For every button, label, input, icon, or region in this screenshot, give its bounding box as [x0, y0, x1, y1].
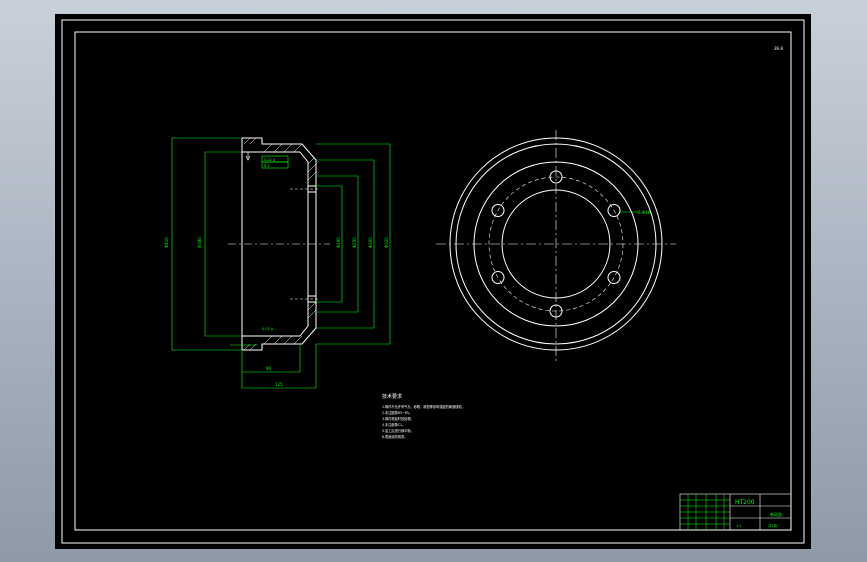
front-centerlines	[436, 130, 676, 364]
tech-requirements: 技术要求 1.铸件不允许有气孔、砂眼、疏松等影响强度的铸造缺陷。 2.未注圆角R…	[382, 393, 465, 439]
hub-flange-circle	[473, 161, 639, 327]
datum-arrow	[245, 152, 251, 161]
bolt-pitch-circle	[488, 176, 624, 312]
title-sheet: 共1张	[768, 523, 778, 528]
front-view: 6-Φ18	[436, 130, 676, 364]
tech-line-2: 2.未注圆角R3~R5。	[382, 410, 412, 415]
title-scale: 1:1	[736, 524, 742, 528]
bolt-hole	[491, 204, 505, 217]
dim-overall-diameter: Φ410	[164, 237, 169, 248]
dim-length: 125	[275, 382, 283, 387]
inner-frame	[74, 31, 792, 531]
fit-note-top: 0.02 A	[264, 158, 276, 162]
drum-outer-circle	[449, 137, 663, 351]
section-view: Φ410 Φ380 Φ190 Φ250 Φ300 Φ320 90 125 0.0…	[164, 137, 391, 389]
dim-hub-1: Φ190	[336, 237, 341, 248]
tech-line-4: 4.未注倒角C1。	[382, 422, 405, 427]
dim-hub-3: Φ300	[368, 237, 373, 248]
dim-inner-diameter: Φ380	[197, 237, 202, 248]
dim-hub-2: Φ250	[352, 237, 357, 248]
tech-line-5: 5.加工后进行静平衡。	[382, 428, 414, 433]
dim-depth: 90	[266, 366, 272, 371]
bolt-hole	[549, 304, 563, 318]
tech-title: 技术要求	[382, 393, 402, 400]
tech-line-3: 3.铸件需经时效处理。	[382, 416, 414, 421]
bolt-holes	[491, 170, 621, 318]
drum-outline	[241, 137, 317, 351]
bolt-hole	[491, 271, 505, 284]
title-block: HT200 制动鼓 1:1 共1张	[679, 493, 792, 531]
dim-flange: Φ320	[384, 237, 389, 248]
title-material: HT200	[735, 499, 755, 506]
title-part-name: 制动鼓	[770, 511, 782, 517]
drum-rim-circle	[455, 143, 657, 345]
fit-note-bottom: 0.05 A	[262, 327, 274, 331]
section-hatch	[243, 137, 317, 351]
paper-background	[55, 14, 811, 549]
dimension-texts: Φ410 Φ380 Φ190 Φ250 Φ300 Φ320 90 125 0.0…	[164, 158, 389, 387]
bolt-hole	[549, 170, 563, 184]
outer-frame	[61, 19, 805, 544]
bolt-hole	[607, 271, 621, 284]
dimension-lines	[171, 137, 391, 389]
tech-line-6: 6.表面涂防锈漆。	[382, 434, 407, 439]
corner-note: 36.8	[774, 46, 783, 51]
center-bore-circle	[501, 189, 611, 299]
hole-label: 6-Φ18	[638, 210, 651, 215]
hole-axes	[290, 188, 320, 300]
roughness-top: 6.3	[264, 164, 270, 168]
bolt-hole	[607, 204, 621, 217]
tech-line-1: 1.铸件不允许有气孔、砂眼、疏松等影响强度的铸造缺陷。	[382, 404, 465, 409]
